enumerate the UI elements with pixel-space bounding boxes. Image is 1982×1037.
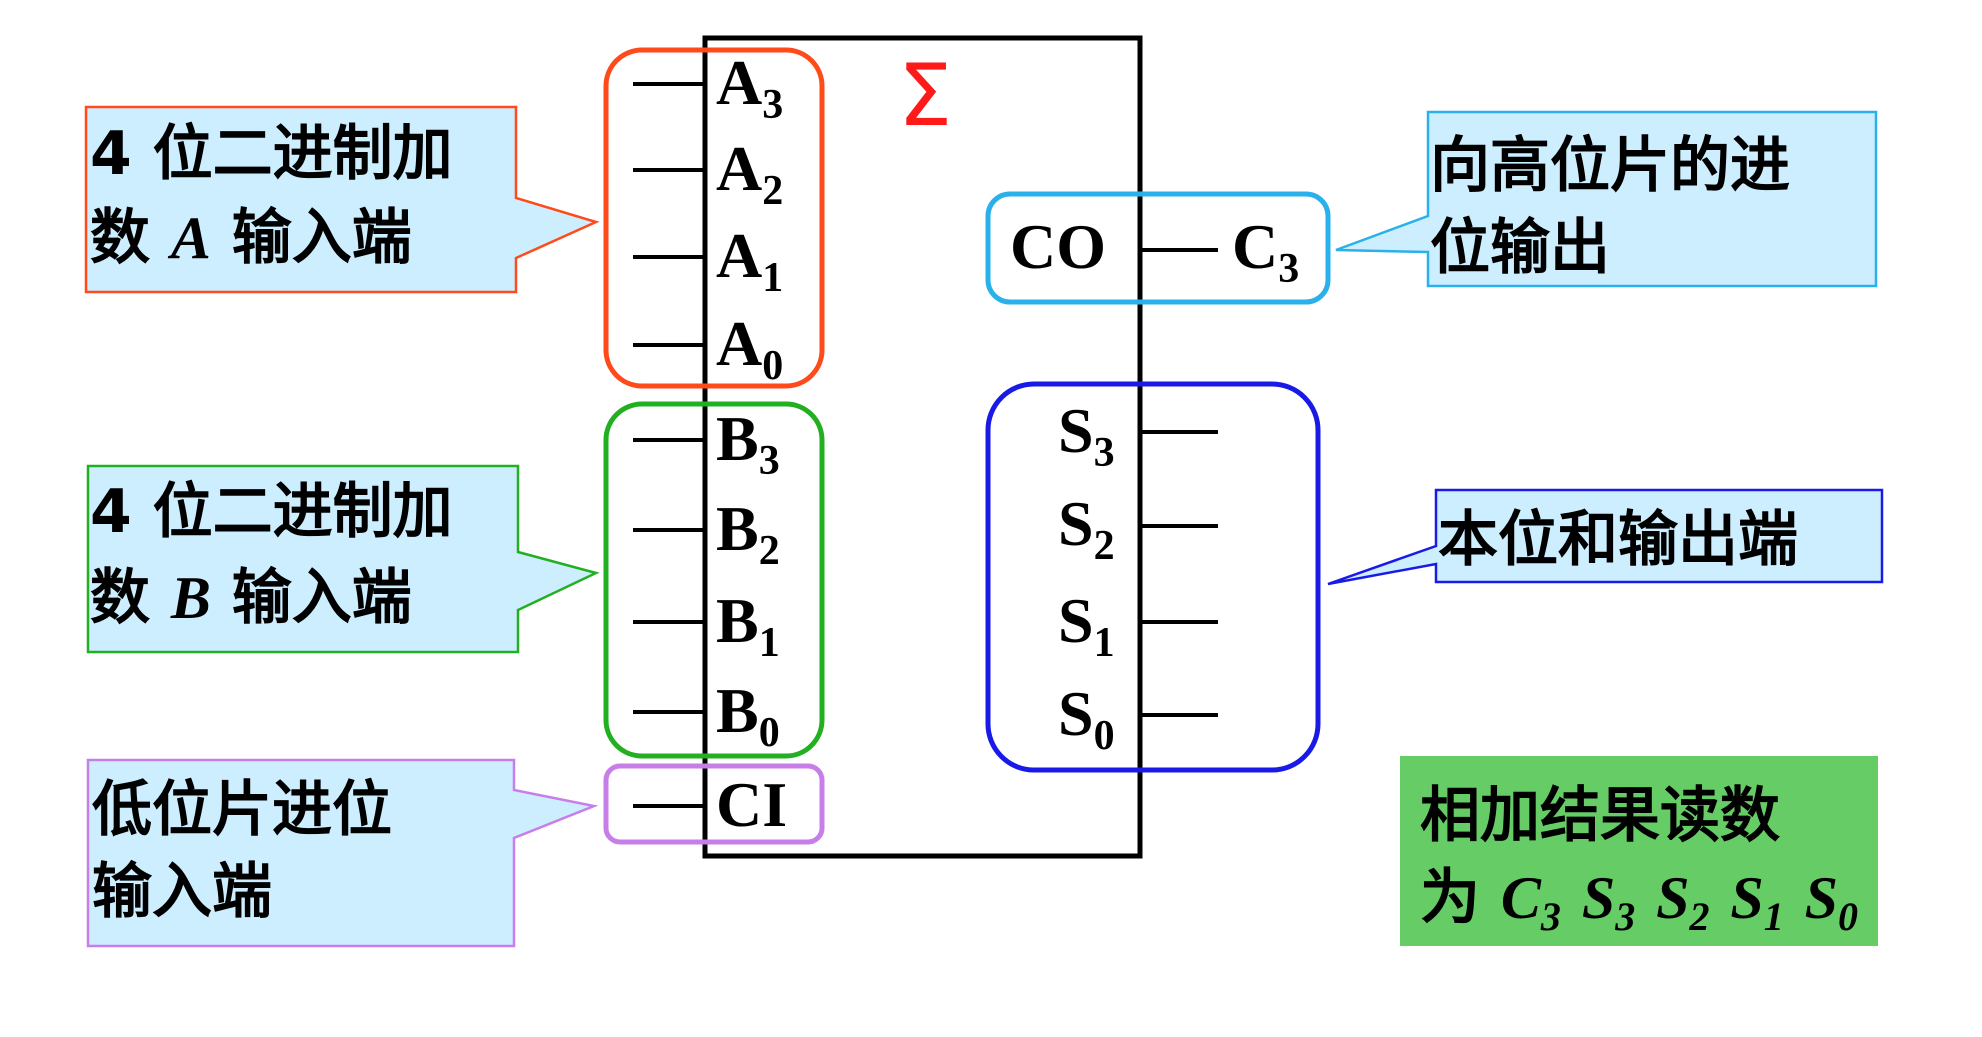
callout-input-a-line2: 数 A 输入端: [90, 203, 412, 273]
pin-ci-label: CI: [716, 769, 787, 840]
result-note: 相加结果读数 为 C3 S3 S2 S1 S0: [1400, 756, 1878, 946]
sum-highlight-box: [985, 381, 1321, 773]
pin-b2-label: B2: [716, 493, 780, 574]
callout-sum-line1: 本位和输出端: [1438, 505, 1798, 575]
carry-out-highlight-box: [985, 191, 1331, 305]
sum-output-group: S3 S2 S1 S0: [985, 381, 1321, 773]
input-a-highlight-box: [603, 47, 825, 389]
input-a-group: A3 A2 A1 A0: [603, 47, 825, 389]
callout-input-b-line1: 4 位二进制加: [90, 477, 453, 547]
pin-a0-label: A0: [716, 308, 783, 389]
output-c3-label: C3: [1232, 211, 1299, 292]
pin-s1-label: S1: [1058, 585, 1115, 666]
callout-input-b: 4 位二进制加 数 B 输入端: [86, 464, 600, 654]
sigma-symbol: Σ: [898, 46, 952, 146]
callout-input-b-line2: 数 B 输入端: [90, 563, 412, 633]
input-b-group: B3 B2 B1 B0: [603, 401, 825, 759]
callout-carry-in-line2: 输入端: [92, 857, 272, 927]
callout-carry-in: 低位片进位 输入端: [86, 758, 599, 948]
pin-a2-label: A2: [716, 133, 783, 214]
pin-b3-label: B3: [716, 403, 780, 484]
callout-input-a-line1: 4 位二进制加: [90, 119, 453, 189]
pin-s3-label: S3: [1058, 395, 1115, 476]
callout-sum-bubble: [1327, 488, 1884, 586]
carry-out-group: CO C3: [985, 191, 1331, 305]
pin-s2-label: S2: [1058, 488, 1115, 569]
adder-chip: [702, 35, 1143, 859]
callout-carry-out-line1: 向高位片的进: [1430, 131, 1790, 201]
result-note-line1: 相加结果读数: [1420, 781, 1780, 851]
pin-a3-label: A3: [716, 47, 783, 128]
callout-carry-in-line1: 低位片进位: [92, 775, 392, 845]
result-note-line2: 为 C3 S3 S2 S1 S0: [1420, 863, 1858, 945]
pin-b0-label: B0: [716, 675, 780, 756]
result-note-box: [1400, 756, 1878, 946]
pin-s0-label: S0: [1058, 678, 1115, 759]
callout-carry-out-line2: 位输出: [1430, 213, 1610, 283]
callout-input-a-bubble: [84, 105, 600, 294]
input-b-highlight-box: [603, 401, 825, 759]
pin-b1-label: B1: [716, 585, 780, 666]
callout-carry-out-bubble: [1335, 110, 1878, 288]
pin-co-label: CO: [1010, 211, 1106, 282]
callout-carry-in-bubble: [86, 758, 599, 948]
carry-in-group: CI: [603, 763, 825, 845]
pin-a1-label: A1: [716, 220, 783, 301]
callout-input-b-bubble: [86, 464, 600, 654]
callout-input-a: 4 位二进制加 数 A 输入端: [84, 105, 600, 294]
carry-in-highlight-box: [603, 763, 825, 845]
callout-carry-out: 向高位片的进 位输出: [1335, 110, 1878, 288]
callout-sum: 本位和输出端: [1327, 488, 1884, 586]
